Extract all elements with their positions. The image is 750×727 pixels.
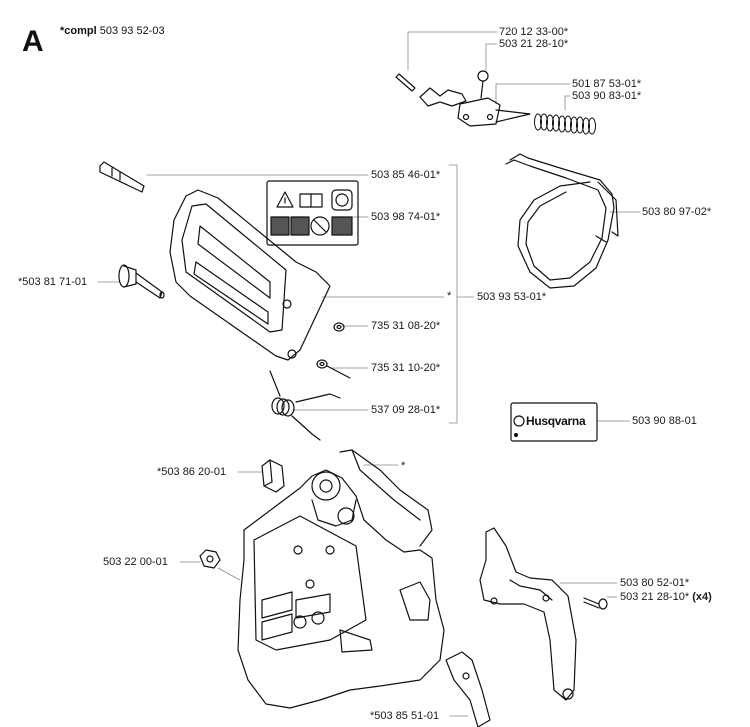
part-label: 735 31 10-20* — [371, 362, 441, 374]
part-label: * — [401, 460, 406, 472]
coil-spring-part — [534, 113, 596, 135]
section-letter: A — [22, 25, 44, 58]
part-label: *503 86 20-01 — [157, 466, 227, 478]
part-label: 503 98 74-01* — [371, 211, 441, 223]
clutch-cover-part — [237, 449, 445, 709]
compl-label: *compl 503 93 52-03 — [60, 25, 165, 37]
pin-part — [395, 73, 416, 92]
brake-band-part — [505, 153, 619, 289]
part-label: * — [447, 290, 452, 302]
torsion-spring-part — [269, 370, 341, 441]
part-label: 503 80 97-02* — [642, 206, 712, 218]
part-label: 537 09 28-01* — [371, 404, 441, 416]
part-label: 501 87 53-01* — [572, 78, 642, 90]
hand-guard-part — [169, 189, 331, 361]
part-label: 503 21 28-10* (x4) — [620, 591, 712, 603]
washer-parts — [316, 322, 351, 379]
part-label: *503 81 71-01 — [18, 276, 88, 288]
warning-decal — [266, 180, 359, 246]
part-label: 503 90 83-01* — [572, 90, 642, 102]
part-label: 503 85 46-01* — [371, 169, 441, 181]
nut-part — [199, 549, 221, 569]
brake-lever-part — [419, 70, 531, 127]
part-number: 503 21 28-10* — [620, 591, 690, 603]
leader-lines — [97, 31, 641, 717]
compl-number: 503 93 52-03 — [99, 25, 165, 37]
compl-prefix: *compl — [60, 25, 97, 37]
stud-part — [118, 264, 165, 299]
part-label: 503 93 53-01* — [477, 291, 547, 303]
part-label: 503 90 88-01 — [632, 415, 697, 427]
part-label: 503 21 28-10* — [499, 38, 569, 50]
guide-pin-part — [99, 161, 145, 193]
part-label: 720 12 33-00* — [499, 26, 569, 38]
part-label: *503 85 51-01 — [370, 710, 440, 722]
screw-part — [583, 597, 608, 610]
chain-guide-plate-part — [479, 527, 577, 701]
part-quantity: (x4) — [692, 591, 712, 603]
lower-plate-part — [445, 651, 491, 727]
part-label: 503 22 00-01 — [103, 556, 168, 568]
bushing-part — [261, 459, 285, 493]
brand-label: Husqvarna — [526, 414, 586, 428]
husqvarna-decal — [510, 402, 598, 442]
part-label: 735 31 08-20* — [371, 320, 441, 332]
part-label: 503 80 52-01* — [620, 577, 690, 589]
